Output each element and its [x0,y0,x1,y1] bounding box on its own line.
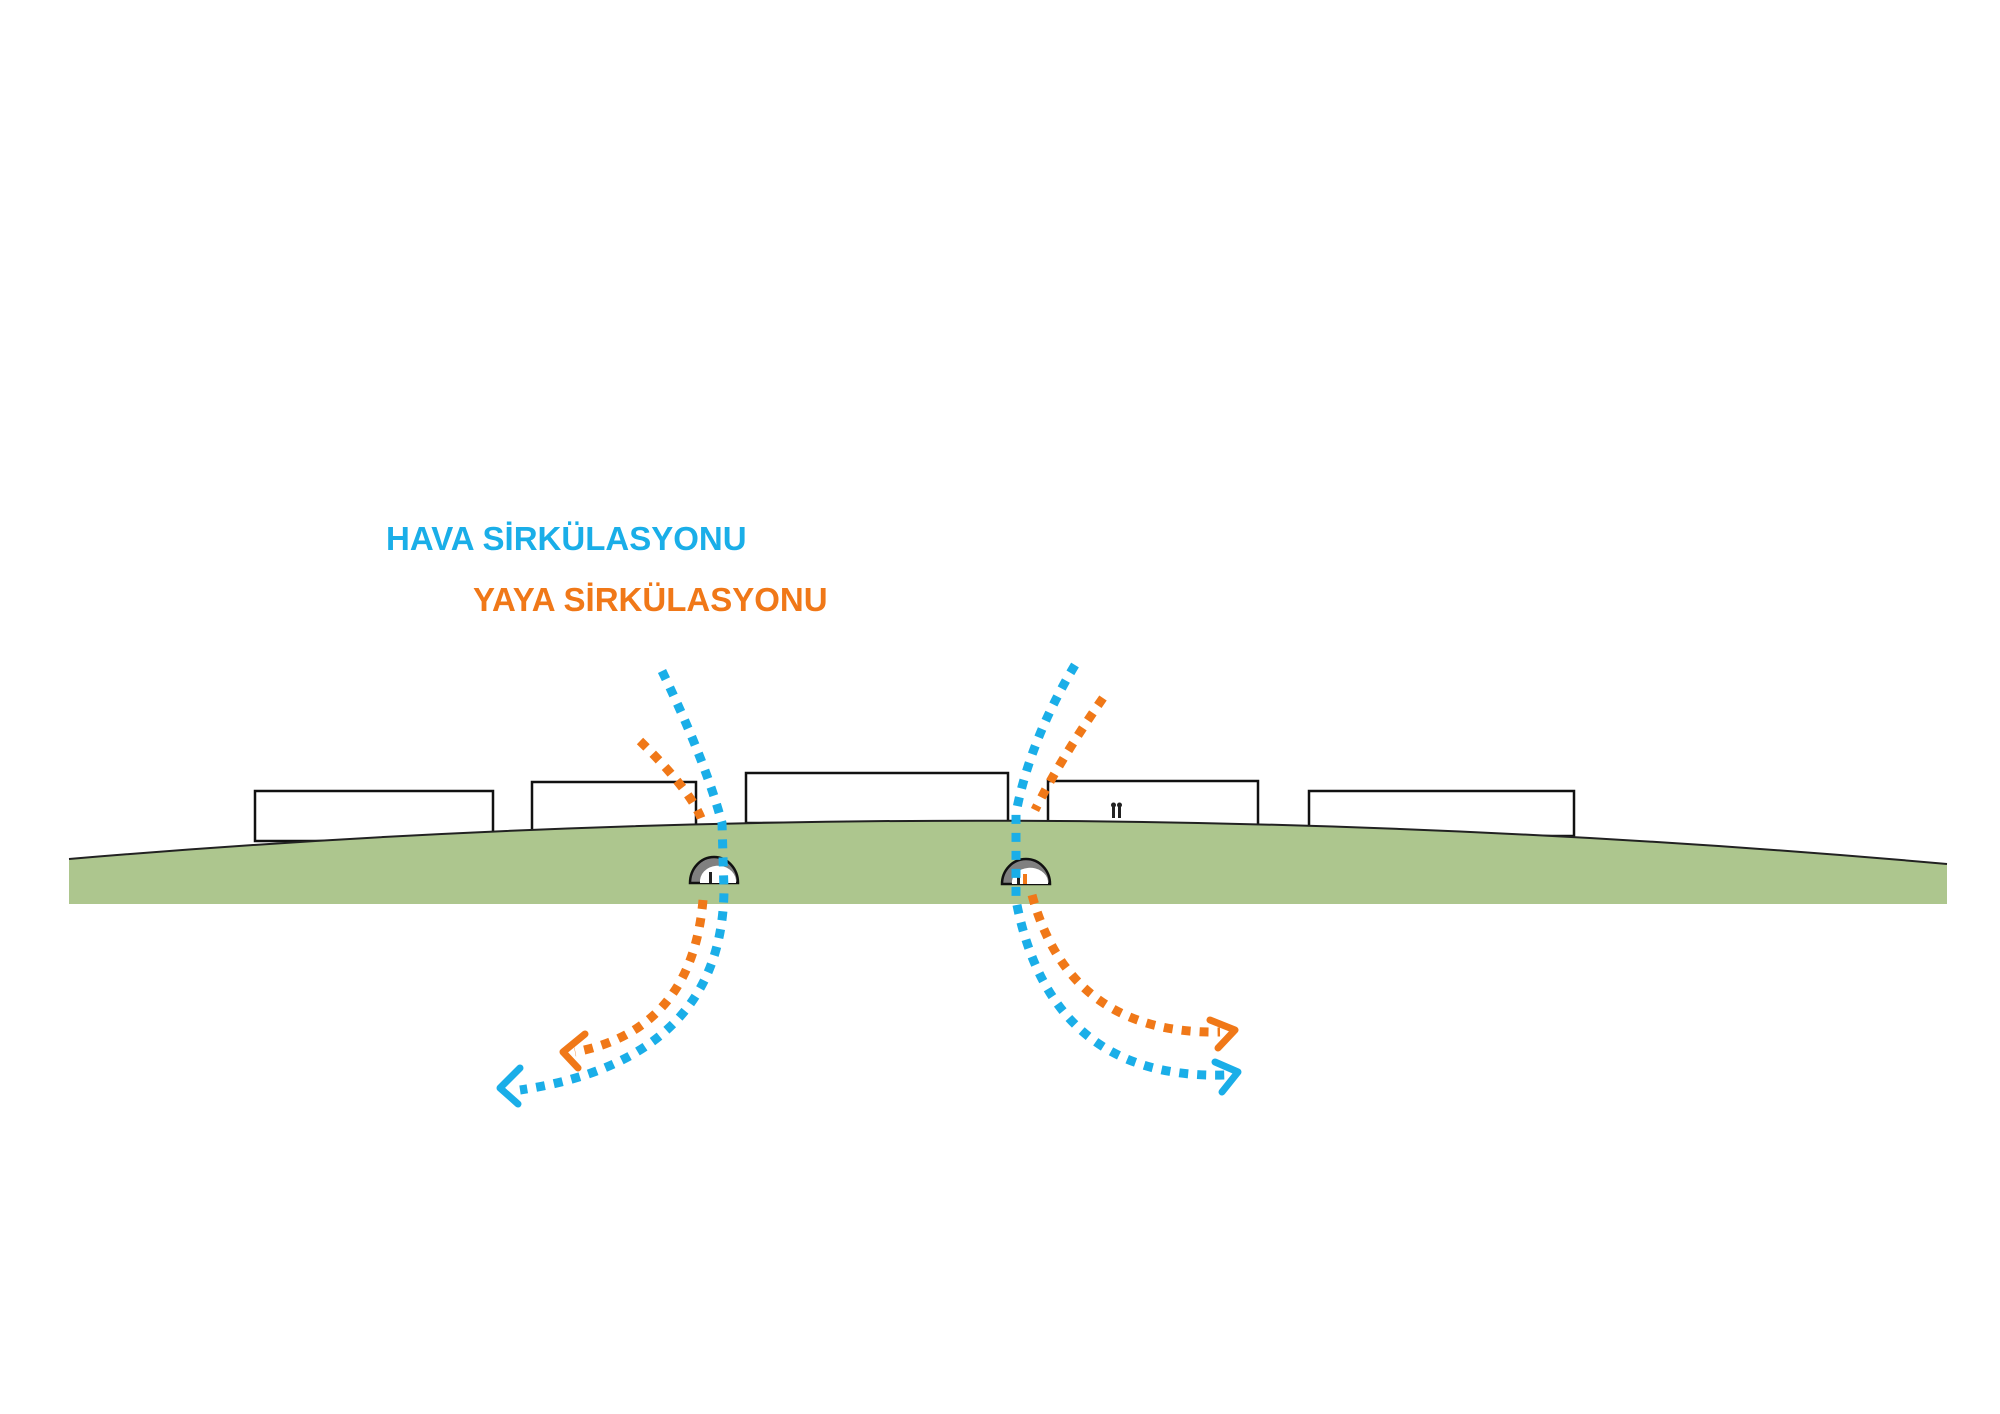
arrowhead-icon [1206,1016,1239,1052]
air-flow [496,662,1242,1108]
pedestrian-circulation-label: YAYA SİRKÜLASYONU [473,581,828,618]
pedestrian-flow-left-top [636,737,706,820]
air-flow-right [1011,662,1226,1080]
person-icon [1023,874,1027,884]
tunnel-right [1000,857,1052,886]
pedestrian-flow [559,695,1239,1072]
building-2 [530,780,698,834]
person-icon [709,872,712,883]
pedestrian-flow-right [1027,893,1221,1037]
arrowhead-icon [1211,1058,1242,1096]
air-flow-left [519,669,729,1095]
ground-mound [69,820,1947,904]
air-circulation-label: HAVA SİRKÜLASYONU [386,520,747,557]
ground-line [68,819,1948,865]
arrowhead-icon [559,1030,589,1072]
person-icon [1017,872,1020,884]
pedestrian-flow-left [574,899,708,1057]
building-3 [744,771,1010,825]
people-icon [1111,802,1122,818]
building-1 [253,789,495,843]
building-4 [1046,779,1260,828]
arrowhead-icon [496,1064,524,1108]
